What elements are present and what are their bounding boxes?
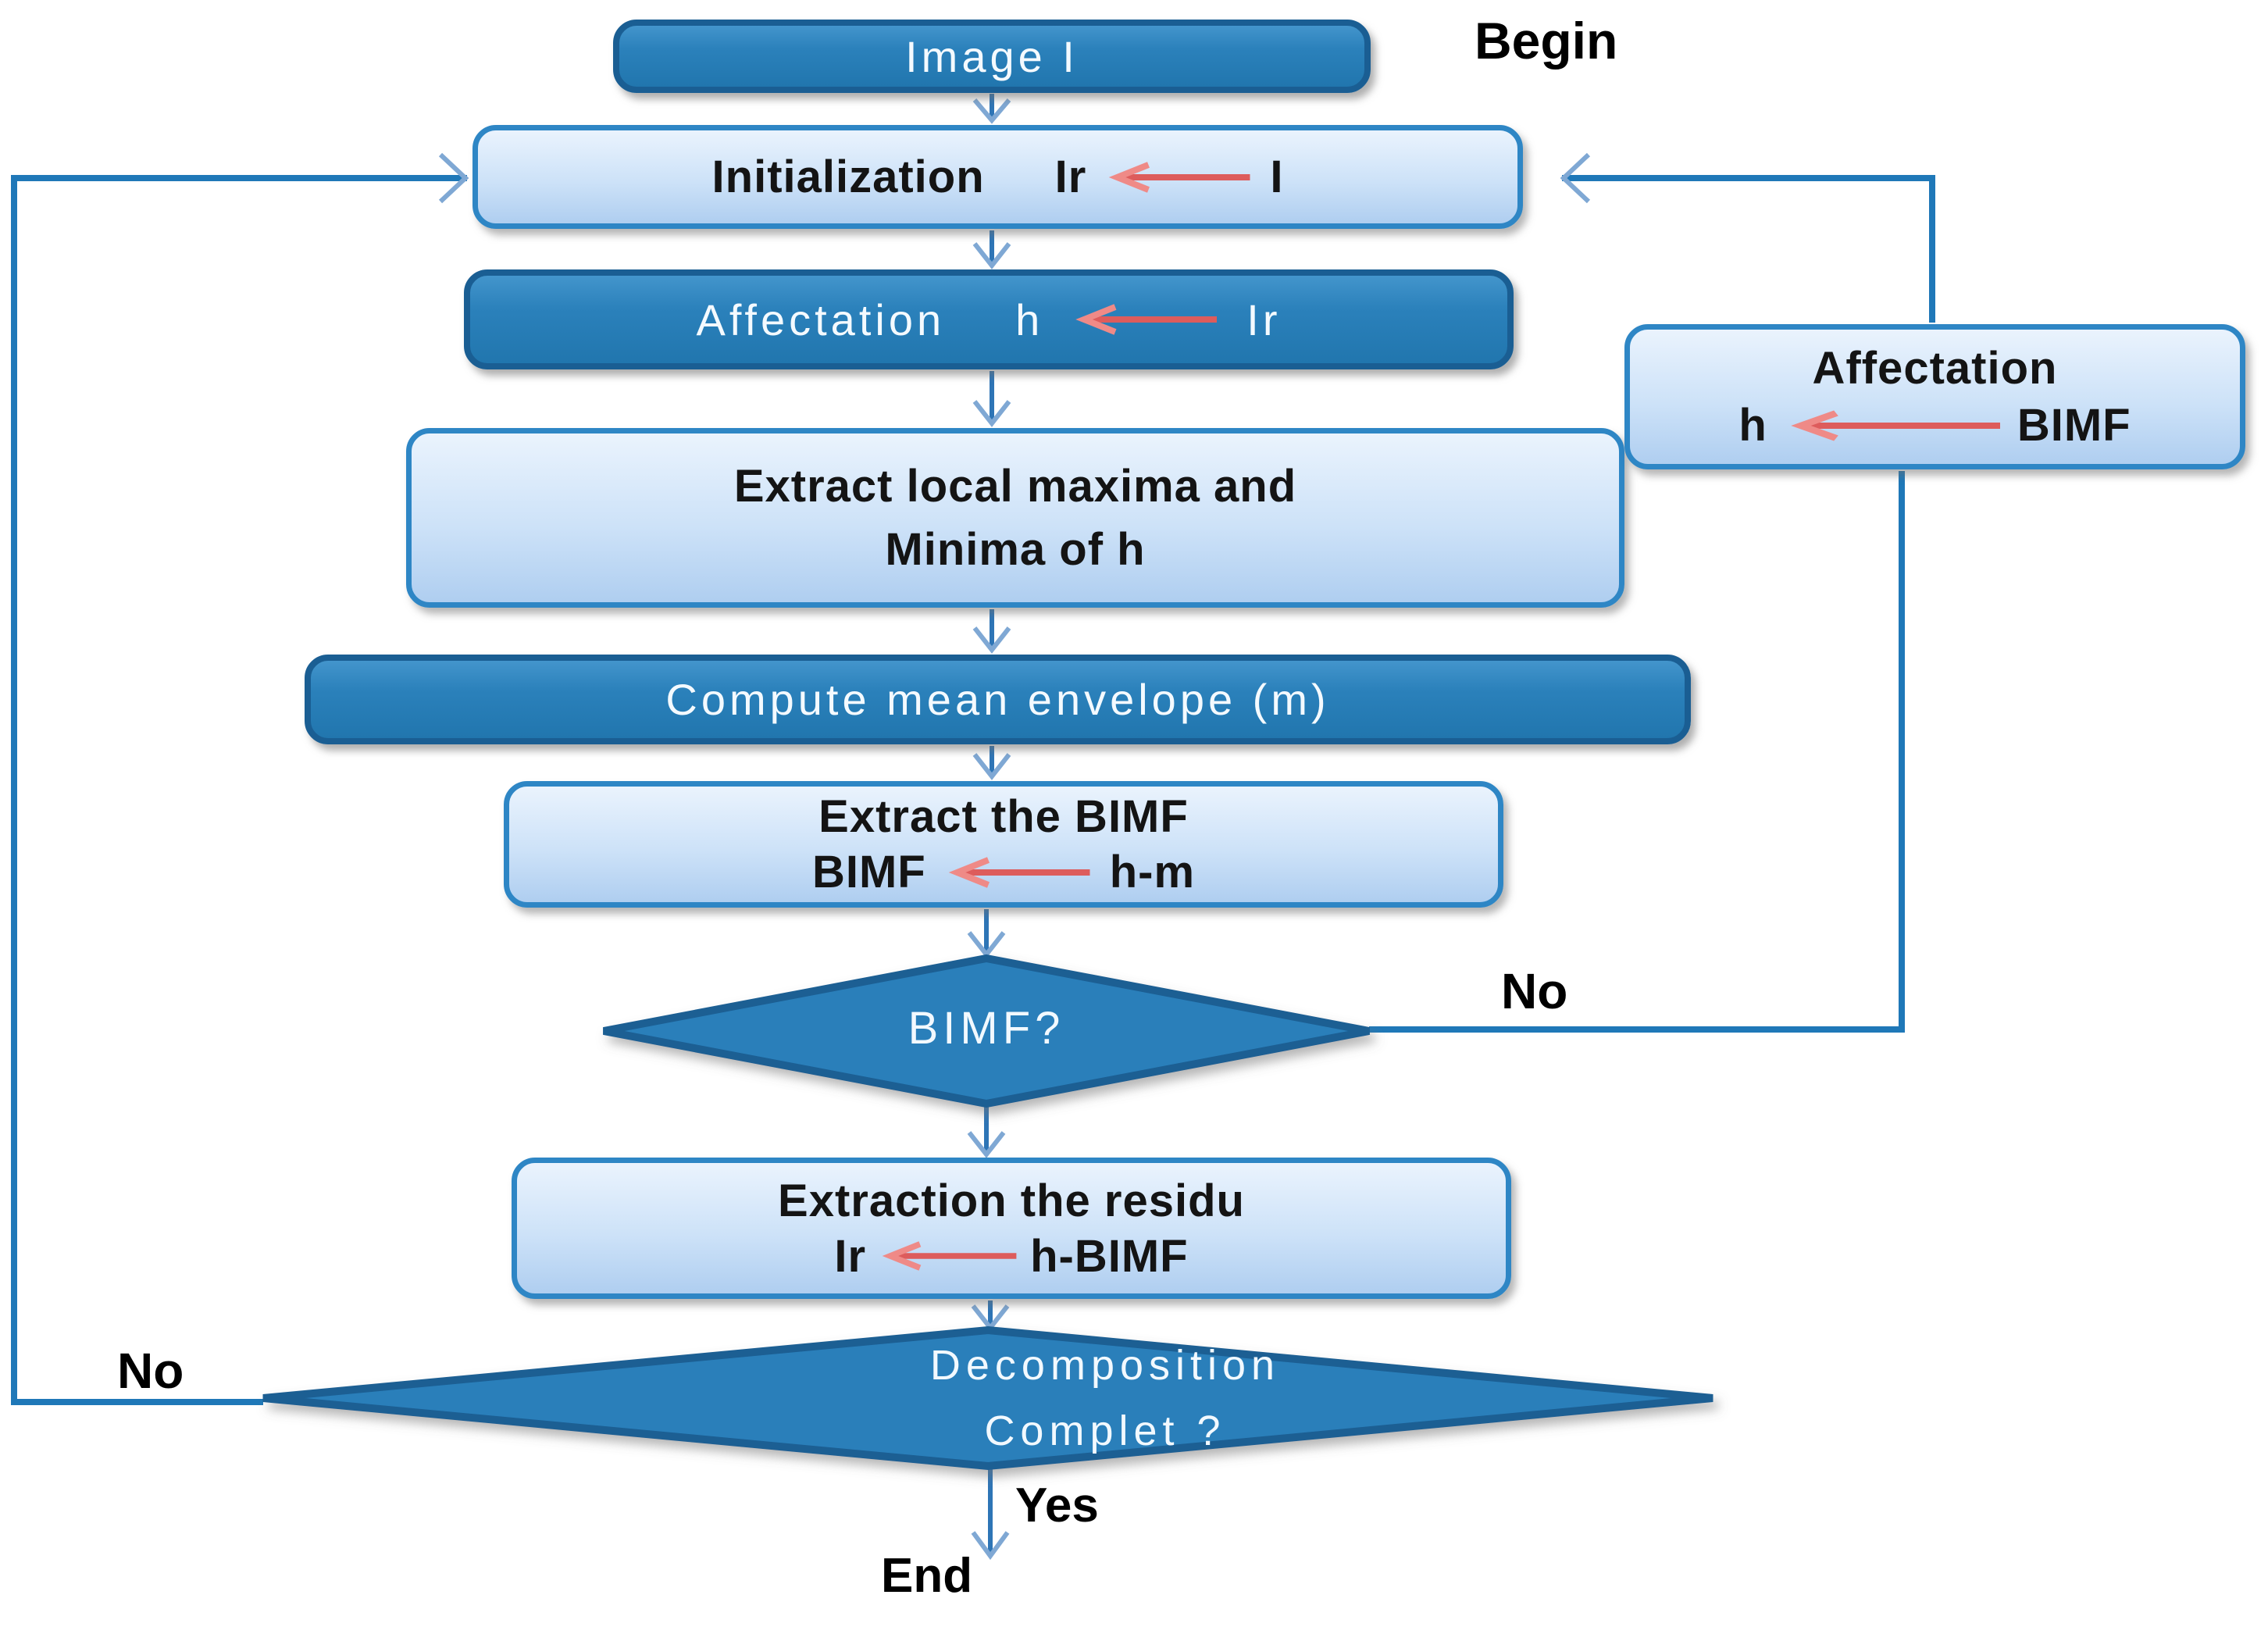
affectation-h-ir-source: Ir <box>1246 294 1282 344</box>
affectation-h-ir-target: h <box>1015 294 1044 344</box>
initialization-label: Initialization <box>711 152 985 202</box>
compute-envelope-label: Compute mean envelope (m) <box>665 675 1330 724</box>
assign-arrow-icon <box>948 856 1090 888</box>
no-decomposition-label: No <box>117 1343 184 1399</box>
extraction-residu-target: Ir <box>834 1230 867 1282</box>
node-affectation-h-ir: Affectation h Ir <box>464 269 1514 369</box>
arrow-image-to-init <box>972 94 1011 124</box>
extract-bimf-source: h-m <box>1109 847 1196 897</box>
arrow-residu-to-decomposition <box>971 1300 1010 1332</box>
decomposition-decision-diamond <box>262 1325 1713 1471</box>
assign-arrow-icon <box>1109 161 1250 193</box>
assign-arrow-icon <box>882 1241 1017 1271</box>
bimf-decision-diamond <box>603 954 1370 1108</box>
extraction-residu-line1: Extraction the residu <box>778 1175 1245 1226</box>
arrow-extrema-to-envelope <box>972 609 1011 654</box>
assign-arrow-icon <box>1791 409 2000 441</box>
affectation-h-bimf-label: Affectation <box>1812 343 2058 394</box>
connector-no-decomposition-loop <box>11 152 469 1405</box>
initialization-target: Ir <box>1054 152 1087 202</box>
extract-bimf-line1: Extract the BIMF <box>818 791 1189 842</box>
arrow-decision-to-residu <box>967 1104 1006 1158</box>
extraction-residu-source: h-BIMF <box>1030 1230 1189 1282</box>
affectation-h-ir-label: Affectation <box>696 294 946 344</box>
arrow-bimf-to-decision <box>967 909 1006 958</box>
node-extract-extrema: Extract local maxima and Minima of h <box>406 428 1624 608</box>
no-bimf-label: No <box>1501 963 1568 1019</box>
node-image: Image I <box>613 20 1371 93</box>
initialization-source: I <box>1270 152 1284 202</box>
affectation-h-bimf-target: h <box>1738 400 1767 451</box>
node-initialization: Initialization Ir I <box>472 125 1523 229</box>
arrow-decomposition-to-end <box>971 1466 1010 1561</box>
node-extraction-residu: Extraction the residu Ir h-BIMF <box>512 1158 1511 1299</box>
bimf-decision-label: BIMF? <box>908 1003 1065 1054</box>
extract-bimf-target: BIMF <box>811 847 926 897</box>
arrow-init-to-affectation <box>972 230 1011 269</box>
yes-label: Yes <box>1015 1479 1099 1532</box>
decomposition-line1: Decomposition <box>929 1342 1281 1389</box>
extract-extrema-line1: Extract local maxima and <box>733 461 1297 512</box>
node-compute-envelope: Compute mean envelope (m) <box>305 655 1691 744</box>
assign-arrow-icon <box>1075 304 1218 335</box>
decomposition-decision-label: Decomposition Complet ? <box>715 1333 1496 1464</box>
end-label: End <box>881 1549 973 1603</box>
extract-extrema-line2: Minima of h <box>885 524 1146 575</box>
connector-affectation-bimf-to-init <box>1560 152 1935 323</box>
begin-label: Begin <box>1475 12 1618 70</box>
arrow-envelope-to-bimf <box>972 746 1011 780</box>
arrow-affectation-to-extrema <box>972 371 1011 427</box>
affectation-h-bimf-source: BIMF <box>2017 400 2131 451</box>
node-image-label: Image I <box>905 31 1079 81</box>
decomposition-line2: Complet ? <box>984 1407 1226 1454</box>
node-affectation-h-bimf: Affectation h BIMF <box>1624 324 2245 469</box>
node-extract-bimf: Extract the BIMF BIMF h-m <box>504 781 1503 908</box>
